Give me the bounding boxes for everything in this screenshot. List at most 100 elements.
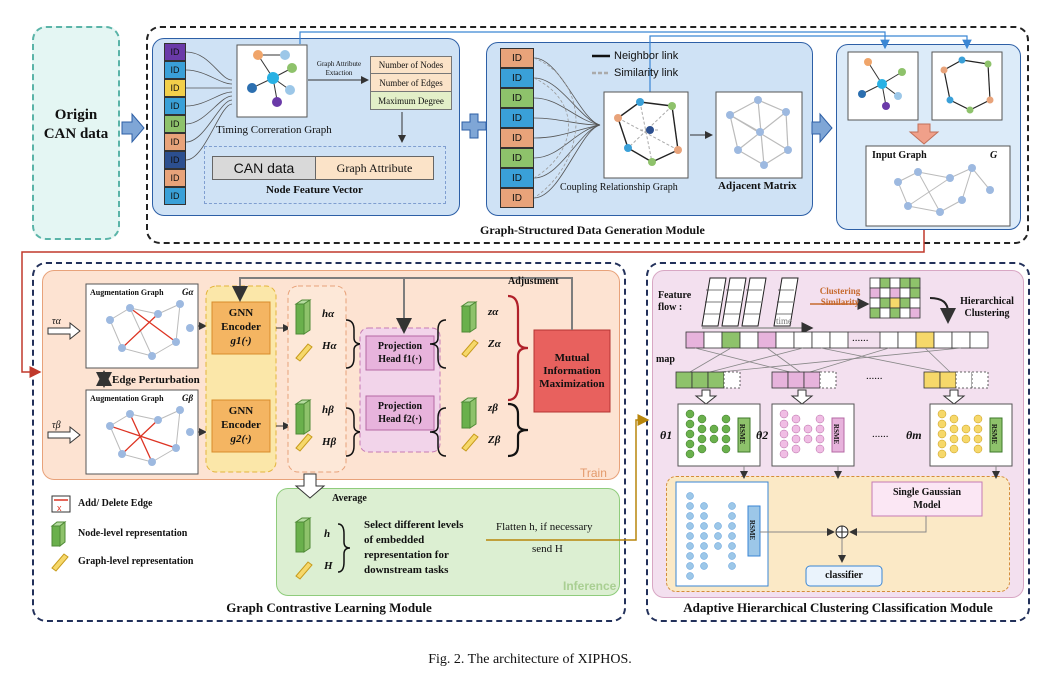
origin-box [32,26,120,240]
z-alpha: zα [488,306,499,318]
attr-edges: Number of Edges [370,74,452,92]
id-cell: ID [500,68,534,88]
classification-module [646,262,1030,622]
legend-node-level: Node-level representation [78,528,188,539]
id-cell: ID [500,48,534,68]
autoencoder-m [937,409,983,459]
theta-m: θm [906,428,922,442]
map-label: map [656,354,675,365]
can-data-cell: CAN data [212,156,316,180]
classifier-box: classifier [825,570,863,581]
gcl-module [32,262,626,622]
tau-beta: τβ [52,420,61,431]
time-label: time [776,316,792,326]
id-cell: ID [164,187,186,205]
id-cell: ID [164,169,186,187]
Z-beta: Zβ [488,434,501,446]
input-graph-symbol: G [990,150,998,161]
legend-graph-level: Graph-level representation [78,556,194,567]
id-cell: ID [164,61,186,79]
train-label: Train [580,466,607,480]
rsme-2: RSME [832,423,841,445]
H-beta: Hβ [322,436,337,448]
h-node: h [324,528,331,540]
autoencoder-1 [685,409,731,459]
aug-graph-a-label: Augmentation Graph [90,288,164,297]
timing-graph-label: Timing Correration Graph [216,124,332,136]
id-cell: ID [164,97,186,115]
arrow-gen-to-input [811,112,833,144]
figure-caption: Fig. 2. The architecture of XIPHOS. [428,652,632,667]
id-cell: ID [500,88,534,108]
H-alpha: Hα [322,340,337,352]
graph-attribute-cell: Graph Attribute [316,156,434,180]
attr-nodes: Number of Nodes [370,56,452,74]
id-cell: ID [164,133,186,151]
average-label: Average [332,493,367,504]
aug-graph-a-symbol: Gα [182,287,194,297]
id-cell: ID [500,148,534,168]
adjustment-label: Adjustment [508,276,559,287]
theta-ellipsis: ...... [872,428,889,440]
h-alpha: hα [322,308,335,320]
rsme-big: RSME [748,519,757,541]
map-bar [685,331,989,349]
id-cell: ID [164,43,186,61]
edge-perturbation-label: Edge Perturbation [112,374,200,386]
neighbor-link-label: Neighbor link [614,50,679,62]
node-feature-vector-label: Node Feature Vector [266,184,363,196]
id-cell: ID [164,115,186,133]
arrow-origin-to-gen [121,112,145,144]
plus-icon [461,113,487,139]
similarity-link-label: Similarity link [614,67,679,79]
graph-level-blocks [51,339,479,580]
coupling-graph-label: Coupling Relationship Graph [560,182,678,193]
arrow-down-input [908,123,940,145]
aug-graph-b-symbol: Gβ [182,393,194,403]
id-cell: ID [500,108,534,128]
attr-degree: Maximum Degree [370,92,452,110]
input-graph-label: Input Graph [872,150,927,161]
H-graph: H [324,560,333,572]
cluster-ellipsis: ...... [866,370,883,382]
rsme-m: RSME [990,423,999,445]
id-cell: ID [500,168,534,188]
z-beta: zβ [488,402,498,414]
gcl-module-title: Graph Contrastive Learning Module [226,600,432,615]
inference-panel [276,488,620,596]
similarity-matrix [869,277,921,319]
attribute-list: Number of Nodes Number of Edges Maximum … [370,56,452,112]
generation-module [146,26,1029,244]
id-cell: ID [500,128,534,148]
svg-text:x: x [57,503,62,513]
theta-2: θ2 [756,428,769,442]
rsme-1: RSME [738,423,747,445]
Z-alpha: Zα [488,338,501,350]
id-cell: ID [164,151,186,169]
send-text: send H [532,543,563,555]
id-cell: ID [164,79,186,97]
tau-alpha: τα [52,316,61,327]
generation-module-title: Graph-Structured Data Generation Module [480,223,705,237]
classification-module-title: Adaptive Hierarchical Clustering Classif… [683,600,993,615]
autoencoder-2 [779,409,825,459]
id-cell: ID [500,188,534,208]
flatten-text: Flatten h, if necessary [496,521,593,533]
adjacent-matrix-label: Adjacent Matrix [718,180,797,192]
legend-add-delete: Add/ Delete Edge [78,498,153,509]
aug-graph-b-label: Augmentation Graph [90,394,164,403]
node-level-blocks [50,299,478,553]
